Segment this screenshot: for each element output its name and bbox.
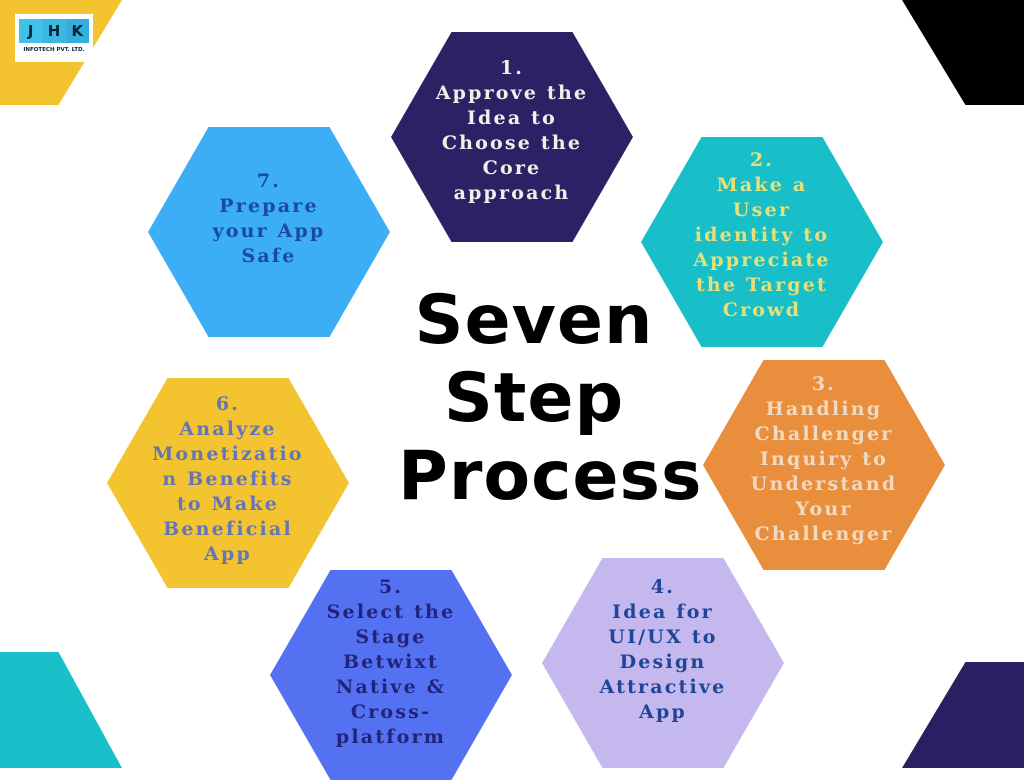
logo-letter-j: J — [19, 19, 43, 43]
step-5-hexagon: 5. Select the Stage Betwixt Native & Cro… — [270, 570, 512, 780]
step-2-hexagon: 2. Make a User identity to Appreciate th… — [641, 137, 883, 347]
company-logo: J H K INFOTECH PVT. LTD. — [15, 14, 93, 62]
step-6-hexagon: 6. Analyze Monetizatio n Benefits to Mak… — [107, 378, 349, 588]
corner-shape-bottom-left — [0, 652, 122, 768]
logo-letter-h: H — [42, 19, 66, 43]
step-7-text: 7. Prepare your App Safe — [212, 170, 326, 267]
step-3-text: 3. Handling Challenger Inquiry to Unders… — [750, 373, 898, 545]
step-5-text: 5. Select the Stage Betwixt Native & Cro… — [326, 576, 456, 748]
corner-shape-top-right — [902, 0, 1024, 105]
corner-shape-bottom-right — [902, 662, 1024, 768]
step-7-hexagon: 7. Prepare your App Safe — [148, 127, 390, 337]
page-title: Seven Step Process — [398, 281, 703, 516]
step-4-text: 4. Idea for UI/UX to Design Attractive A… — [599, 576, 727, 723]
step-1-text: 1. Approve the Idea to Choose the Core a… — [435, 57, 589, 204]
logo-letter-k: K — [65, 19, 89, 43]
logo-subtitle: INFOTECH PVT. LTD. — [23, 47, 85, 53]
step-4-hexagon: 4. Idea for UI/UX to Design Attractive A… — [542, 558, 784, 768]
step-6-text: 6. Analyze Monetizatio n Benefits to Mak… — [152, 393, 304, 565]
step-1-hexagon: 1. Approve the Idea to Choose the Core a… — [391, 32, 633, 242]
logo-mark: J H K — [19, 19, 89, 43]
step-2-text: 2. Make a User identity to Appreciate th… — [693, 149, 831, 321]
step-3-hexagon: 3. Handling Challenger Inquiry to Unders… — [703, 360, 945, 570]
